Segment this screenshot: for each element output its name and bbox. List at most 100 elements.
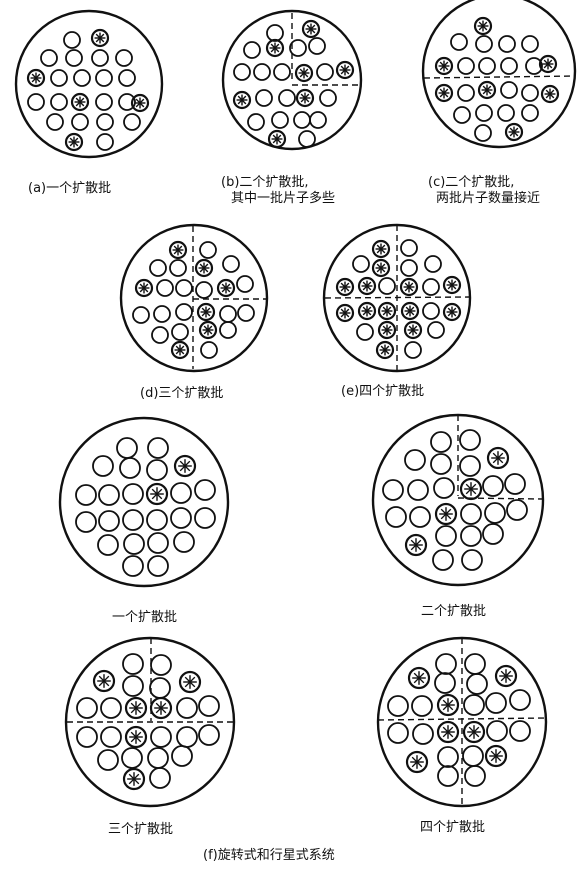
wafer: [243, 41, 261, 59]
wafer: [387, 695, 409, 717]
wafer: [151, 326, 169, 344]
marked-wafer: [403, 320, 423, 340]
holder-outline: [221, 9, 363, 151]
wafer-holder-f-one-batch: [58, 416, 230, 588]
marked-wafer: [134, 278, 154, 298]
wafer: [378, 277, 396, 295]
wafer: [433, 477, 455, 499]
wafer: [278, 89, 296, 107]
holder-outline: [64, 636, 236, 808]
wafer: [453, 106, 471, 124]
wafer: [153, 305, 171, 323]
wafer: [382, 479, 404, 501]
wafer: [121, 747, 143, 769]
wafer: [273, 63, 291, 81]
wafer: [407, 479, 429, 501]
wafer: [122, 653, 144, 675]
wafer: [309, 111, 327, 129]
marked-wafer: [301, 19, 321, 39]
marked-wafer: [265, 38, 285, 58]
wafer: [459, 429, 481, 451]
marked-wafer: [92, 669, 116, 693]
wafer: [385, 506, 407, 528]
wafer: [466, 673, 488, 695]
marked-wafer: [434, 83, 454, 103]
wafer: [525, 57, 543, 75]
wafer: [412, 723, 434, 745]
marked-wafer: [149, 696, 173, 720]
wafer: [95, 69, 113, 87]
marked-wafer: [124, 725, 148, 749]
wafer: [356, 323, 374, 341]
wafer: [98, 510, 120, 532]
marked-wafer: [538, 54, 558, 74]
wafer: [461, 549, 483, 571]
marked-wafer: [196, 302, 216, 322]
marked-wafer: [124, 696, 148, 720]
marked-wafer: [357, 276, 377, 296]
wafer: [149, 767, 171, 789]
wafer: [116, 437, 138, 459]
wafer: [504, 473, 526, 495]
wafer-holder-d: [119, 223, 269, 373]
wafer: [156, 279, 174, 297]
holder-outline: [119, 223, 269, 373]
wafer: [434, 672, 456, 694]
wafer: [132, 306, 150, 324]
wafer: [170, 507, 192, 529]
wafer-holder-b: [221, 9, 363, 151]
wafer: [97, 749, 119, 771]
marked-wafer: [377, 301, 397, 321]
wafer: [411, 695, 433, 717]
wafer: [76, 697, 98, 719]
marked-wafer: [371, 239, 391, 259]
caption-f-two: 二个扩散批: [421, 604, 487, 619]
marked-wafer: [405, 750, 429, 774]
wafer: [122, 555, 144, 577]
marked-wafer: [130, 93, 150, 113]
wafer: [75, 484, 97, 506]
wafer: [169, 259, 187, 277]
wafer: [147, 532, 169, 554]
wafer: [40, 49, 58, 67]
wafer: [122, 675, 144, 697]
wafer: [171, 323, 189, 341]
wafer-holder-f-four-batches: [376, 636, 548, 808]
wafer: [427, 321, 445, 339]
marked-wafer: [64, 132, 84, 152]
marked-wafer: [335, 303, 355, 323]
wafer: [500, 81, 518, 99]
wafer: [432, 549, 454, 571]
wafer: [506, 499, 528, 521]
wafer: [97, 534, 119, 556]
wafer: [500, 57, 518, 75]
wafer: [46, 113, 64, 131]
wafer: [75, 511, 97, 533]
marked-wafer: [371, 258, 391, 278]
wafer: [175, 279, 193, 297]
wafer: [150, 726, 172, 748]
wafer: [460, 525, 482, 547]
wafer: [76, 726, 98, 748]
marked-wafer: [90, 28, 110, 48]
wafer: [435, 653, 457, 675]
marked-wafer: [504, 122, 524, 142]
holder-outline: [14, 9, 164, 159]
caption-e: (e)四个扩散批: [341, 384, 425, 399]
marked-wafer: [173, 454, 197, 478]
wafer: [200, 341, 218, 359]
wafer: [253, 63, 271, 81]
wafer: [96, 113, 114, 131]
marked-wafer: [404, 533, 428, 557]
wafer: [475, 104, 493, 122]
wafer: [435, 525, 457, 547]
wafer: [482, 523, 504, 545]
wafer: [122, 509, 144, 531]
wafer: [219, 305, 237, 323]
wafer: [123, 113, 141, 131]
wafer: [27, 93, 45, 111]
wafer: [462, 745, 484, 767]
wafer: [293, 111, 311, 129]
wafer: [400, 259, 418, 277]
